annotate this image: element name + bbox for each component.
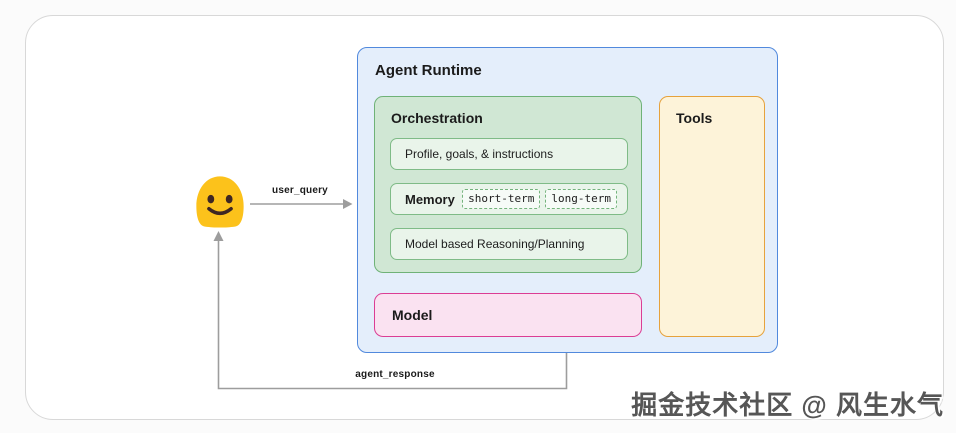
model-box: Model: [374, 293, 642, 337]
agent-response-label: agent_response: [355, 369, 435, 380]
memory-chip-row: short-term long-term: [462, 189, 617, 209]
orchestration-title: Orchestration: [391, 110, 483, 126]
watermark-text: 掘金技术社区 @ 风生水气: [631, 390, 944, 420]
agent-response-arrowhead: [213, 231, 224, 241]
tools-box: Tools: [659, 96, 765, 337]
reasoning-planning-label: Model based Reasoning/Planning: [405, 237, 585, 251]
agent-runtime-box: Agent Runtime Orchestration Profile, goa…: [357, 47, 778, 353]
short-term-chip: short-term: [462, 189, 541, 209]
agent-runtime-title: Agent Runtime: [375, 62, 482, 79]
memory-box: Memory short-term long-term: [390, 183, 628, 215]
reasoning-planning-box: Model based Reasoning/Planning: [390, 228, 628, 260]
long-term-chip: long-term: [545, 189, 617, 209]
profile-goals-instructions-label: Profile, goals, & instructions: [405, 147, 554, 161]
memory-label: Memory: [405, 191, 455, 207]
profile-goals-instructions-box: Profile, goals, & instructions: [390, 138, 628, 170]
model-label: Model: [392, 307, 433, 323]
user-query-label: user_query: [272, 185, 328, 196]
smiley-blob-icon: [196, 176, 244, 228]
user-query-arrowhead: [343, 199, 353, 209]
tools-label: Tools: [676, 110, 713, 126]
orchestration-box: Orchestration Profile, goals, & instruct…: [374, 96, 642, 273]
